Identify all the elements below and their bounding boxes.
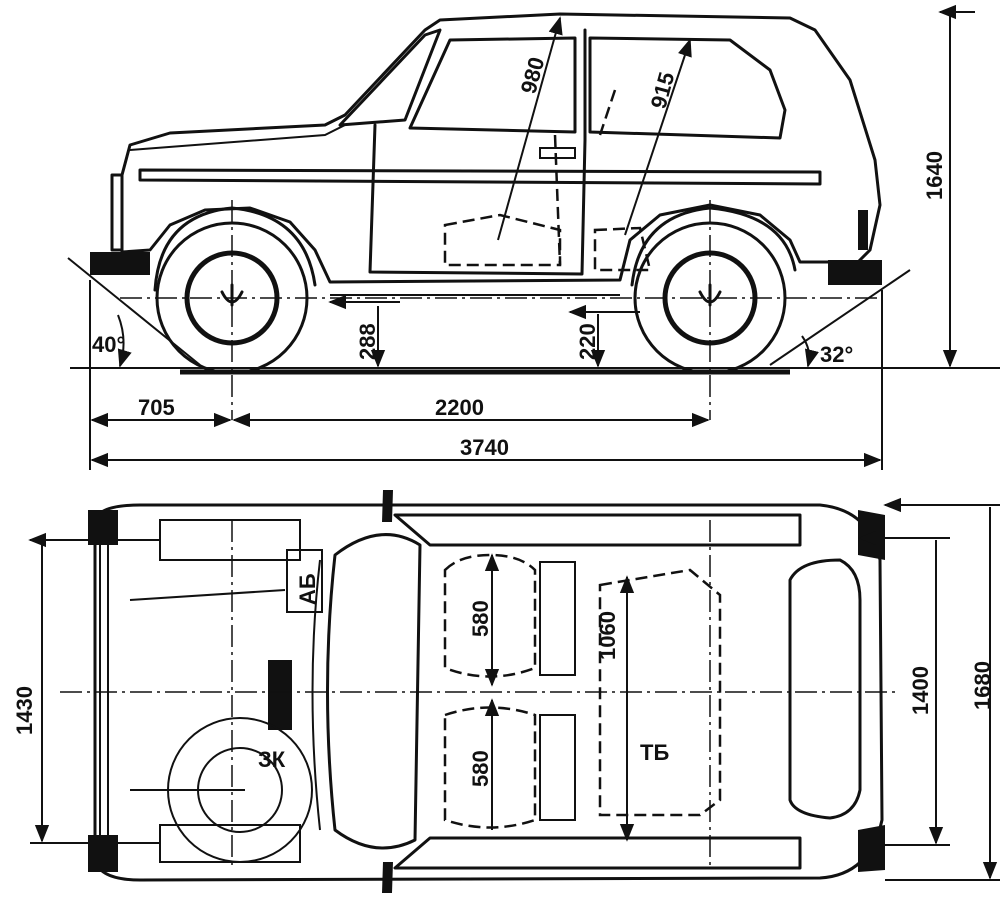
dim-1430 [30,540,160,843]
mirror-left [382,490,393,522]
roof-rail-lower [393,836,802,870]
label-1430: 1430 [12,686,37,735]
door-handle [539,147,576,159]
body-trim-line [138,168,822,186]
seatback-upper [539,561,576,676]
headlight [110,173,124,252]
dim-220 [570,312,640,366]
battery-outline [286,549,323,613]
dim-288 [330,302,400,366]
approach-angle-arc [117,314,132,368]
front-window [408,36,577,134]
car-body-outline [120,12,882,284]
door-outline [368,28,587,276]
front-bumper-top [88,510,118,872]
label-1640: 1640 [922,151,947,200]
ext-lines [89,280,883,470]
hood-panel [159,519,301,863]
centerline [60,520,900,870]
label-1060: 1060 [595,611,620,660]
rear-window [588,36,787,140]
front-bumper-bar [99,545,109,835]
fuel-tank-outline [598,568,722,817]
leader-lines [129,589,286,791]
label-288: 288 [355,323,380,360]
roof-rail-upper [393,513,802,547]
windshield [338,28,442,127]
label-40deg: 40° [92,332,125,357]
label-2200: 2200 [435,395,484,420]
label-580-upper: 580 [468,600,493,637]
dim-915 [624,38,692,236]
dim-980 [497,16,563,241]
dim-1680 [885,505,1000,880]
top-view: 1430 580 1060 580 1400 1680 АБ ЗК ТБ [12,490,1000,893]
rear-bumper [828,260,882,285]
wheel-centerline [120,200,880,420]
label-fuel-tank: ТБ [640,740,669,765]
seatback-lower [539,714,576,821]
rear-window-top [788,558,862,820]
departure-angle-line [769,269,911,366]
label-915: 915 [646,69,680,111]
label-3740: 3740 [460,435,509,460]
front-bumper [90,252,150,275]
front-seat-upper [443,553,537,678]
radiator-grille [268,660,292,730]
label-1680: 1680 [970,661,995,710]
dim-1640 [940,12,975,366]
departure-angle-arc [801,335,819,368]
label-32deg: 32° [820,342,853,367]
label-220: 220 [575,323,600,360]
label-spare-wheel: ЗК [258,747,286,772]
rear-wheel [630,206,797,375]
windshield-top [326,533,422,850]
mirror-right [382,862,393,893]
label-battery: АБ [295,573,320,605]
seat-rear [553,89,652,272]
approach-angle-line [67,257,201,366]
label-580-lower: 580 [468,750,493,787]
hood-line [129,124,346,151]
side-view: 980 915 1640 40° 288 220 32° 705 2200 37… [67,12,1000,470]
label-980: 980 [516,54,550,96]
tail-light [858,210,868,250]
label-705: 705 [138,395,175,420]
label-1400: 1400 [908,666,933,715]
